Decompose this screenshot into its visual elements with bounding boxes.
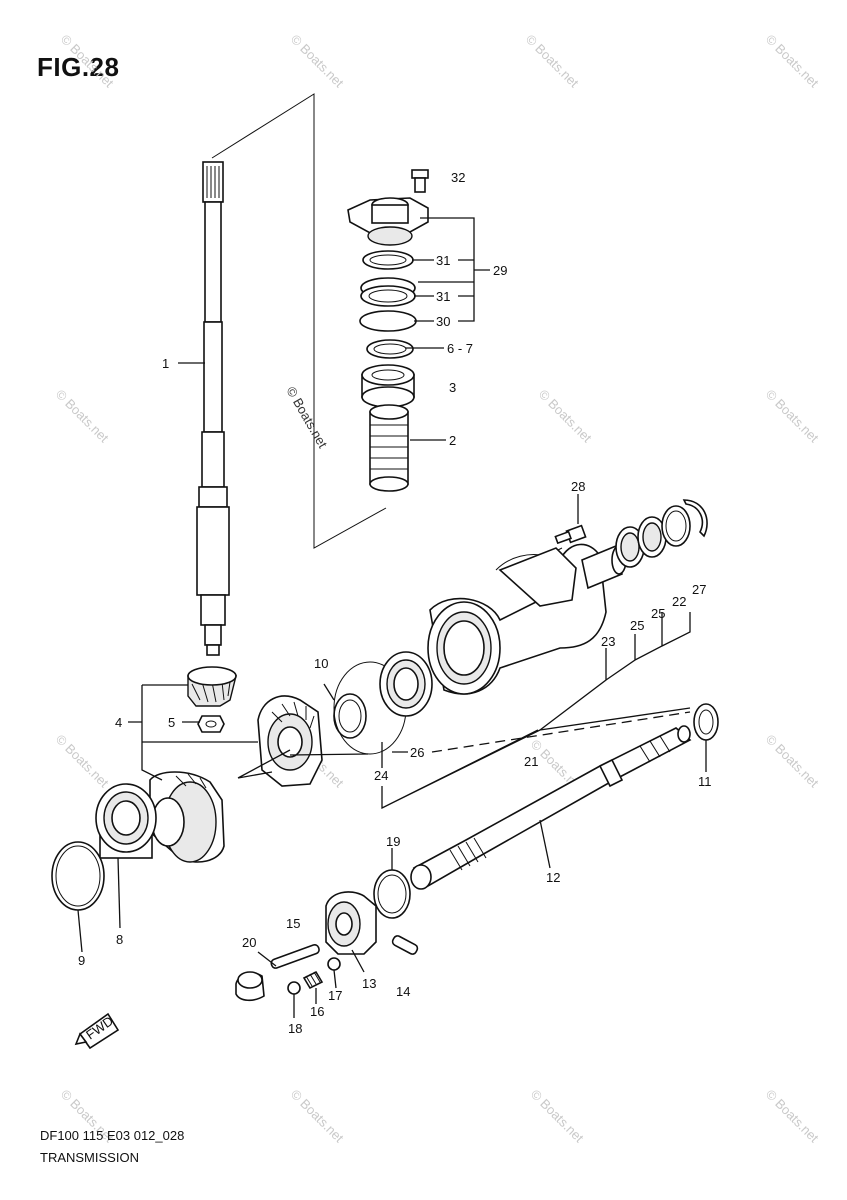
watermark: © Boats.net	[763, 732, 822, 791]
propeller-shaft-housing	[427, 543, 607, 695]
watermark-dark: © Boats.net	[283, 384, 330, 451]
nut-5	[197, 715, 225, 733]
label-part-4: 4	[115, 715, 122, 730]
label-part-25a: 25	[630, 618, 644, 633]
label-part-6-7: 6 - 7	[447, 341, 473, 356]
label-part-18: 18	[288, 1021, 302, 1036]
washer-22	[661, 505, 691, 547]
fwd-arrow-icon: FWD	[74, 1012, 120, 1050]
label-part-14: 14	[396, 984, 410, 999]
figure-title: FIG.28	[37, 52, 120, 82]
leader-lines	[77, 217, 707, 1018]
driveshaft	[196, 161, 230, 656]
watermark: © Boats.net	[58, 32, 117, 91]
label-part-19: 19	[386, 834, 400, 849]
bolt-32	[411, 169, 429, 193]
ring-19	[373, 869, 411, 919]
oil-seal-25b	[637, 516, 667, 558]
roller-bearing-2	[369, 404, 409, 492]
label-part-3: 3	[449, 380, 456, 395]
label-part-21: 21	[524, 754, 538, 769]
ball-17	[327, 957, 341, 971]
thrust-washer-11	[693, 703, 719, 741]
label-part-10: 10	[314, 656, 328, 671]
snap-ring-27	[682, 499, 708, 538]
bearing-3	[361, 364, 415, 408]
watermark: © Boats.net	[763, 387, 822, 446]
label-part-32: 32	[451, 170, 465, 185]
label-part-28: 28	[571, 479, 585, 494]
pinion-gear	[187, 666, 237, 707]
label-part-30: 30	[436, 314, 450, 329]
bearing-housing-29	[347, 197, 429, 246]
label-part-16: 16	[310, 1004, 324, 1019]
reverse-gear	[149, 771, 225, 863]
label-part-1: 1	[162, 356, 169, 371]
label-part-22: 22	[672, 594, 686, 609]
watermark: © Boats.net	[53, 732, 112, 791]
label-part-24: 24	[374, 768, 388, 783]
diagram-code: DF100 115 E03 012_028	[40, 1128, 185, 1143]
label-part-23: 23	[601, 634, 615, 649]
label-part-2: 2	[449, 433, 456, 448]
label-part-26: 26	[410, 745, 424, 760]
label-part-12: 12	[546, 870, 560, 885]
bearing-8	[95, 783, 157, 859]
watermark: © Boats.net	[288, 32, 347, 91]
rings-stack	[359, 250, 417, 359]
driveshaft-bracket	[211, 93, 387, 549]
label-part-31b: 31	[436, 289, 450, 304]
label-part-25b: 25	[651, 606, 665, 621]
watermarks: © Boats.net © Boats.net © Boats.net © Bo…	[53, 32, 822, 1146]
label-part-15: 15	[286, 916, 300, 931]
label-part-9: 9	[78, 953, 85, 968]
ball-18	[287, 981, 301, 995]
label-part-17: 17	[328, 988, 342, 1003]
watermark: © Boats.net	[288, 1087, 347, 1146]
watermark: © Boats.net	[53, 387, 112, 446]
pin-15	[270, 944, 320, 969]
label-part-31a: 31	[436, 253, 450, 268]
bearing-propeller	[379, 651, 433, 717]
watermark: © Boats.net	[528, 1087, 587, 1146]
label-part-27: 27	[692, 582, 706, 597]
clutch-dog-13	[325, 891, 377, 955]
label-part-20: 20	[242, 935, 256, 950]
pin-14	[391, 935, 419, 955]
spring-holder-20	[235, 971, 265, 1002]
part-labels: 1 2 3 4 5 6 - 7 8 9 10 11 12 13 14 15 16…	[78, 170, 712, 1036]
spring-16	[302, 970, 324, 990]
label-part-5: 5	[168, 715, 175, 730]
watermark: © Boats.net	[523, 32, 582, 91]
shim-9	[51, 841, 105, 911]
watermark: © Boats.net	[763, 32, 822, 91]
watermark: © Boats.net	[763, 1087, 822, 1146]
diagram-title: TRANSMISSION	[40, 1150, 139, 1165]
propeller-shaft-12	[410, 725, 692, 890]
label-part-8: 8	[116, 932, 123, 947]
watermark: © Boats.net	[536, 387, 595, 446]
label-part-13: 13	[362, 976, 376, 991]
label-part-11: 11	[698, 774, 712, 789]
label-part-29: 29	[493, 263, 507, 278]
screw-28	[554, 524, 587, 545]
